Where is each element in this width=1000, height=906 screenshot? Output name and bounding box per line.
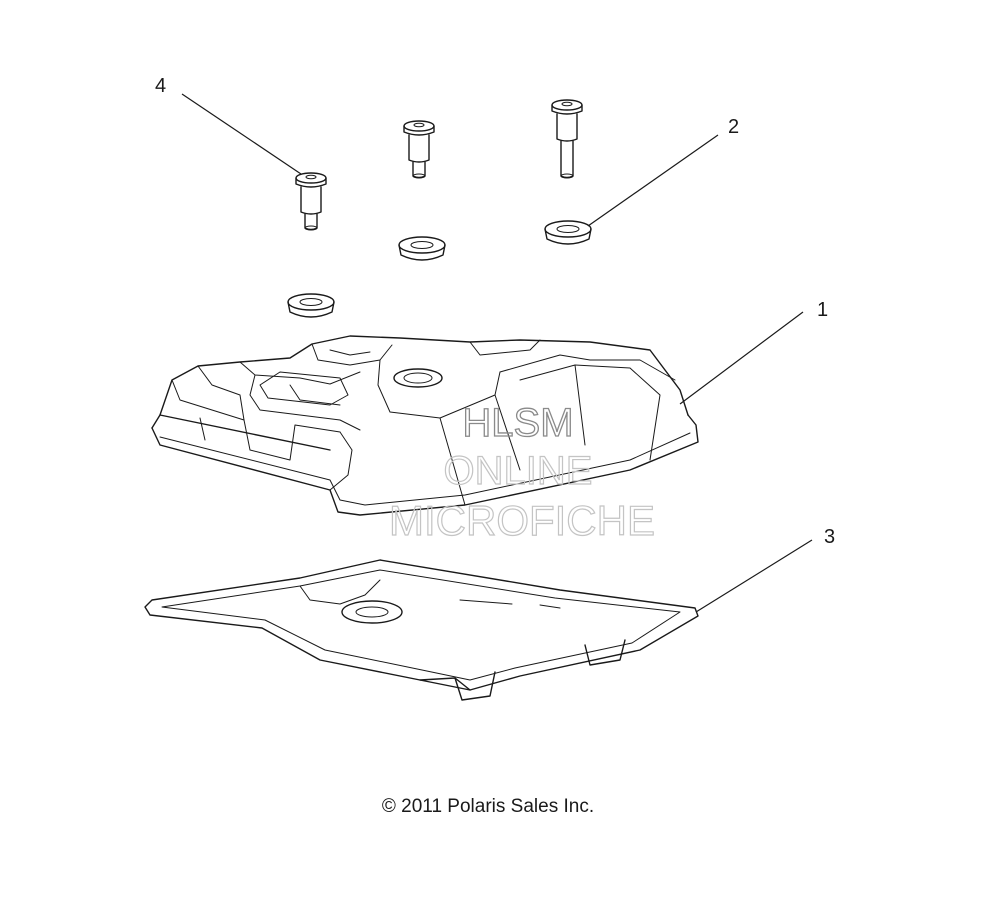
bolt-right	[551, 99, 583, 179]
grommet-left	[287, 293, 335, 318]
gasket	[144, 559, 699, 701]
bolt-left	[295, 172, 327, 231]
grommet-right	[544, 220, 592, 245]
valve-cover	[151, 335, 699, 516]
callout-2: 2	[728, 116, 739, 138]
callout-4: 4	[155, 75, 166, 97]
watermark-line3: MICROFICHE	[389, 497, 655, 544]
bolt-middle	[403, 120, 435, 179]
watermark-line1: HLSM	[462, 401, 573, 445]
grommet-middle	[398, 236, 446, 261]
callout-1: 1	[817, 299, 828, 321]
callout-3: 3	[824, 526, 835, 548]
leader-3	[695, 539, 813, 613]
leader-2	[587, 134, 719, 227]
copyright-notice: © 2011 Polaris Sales Inc.	[382, 796, 594, 817]
watermark-line2: ONLINE	[444, 449, 593, 493]
leader-1	[679, 311, 804, 405]
leader-4	[181, 93, 302, 175]
